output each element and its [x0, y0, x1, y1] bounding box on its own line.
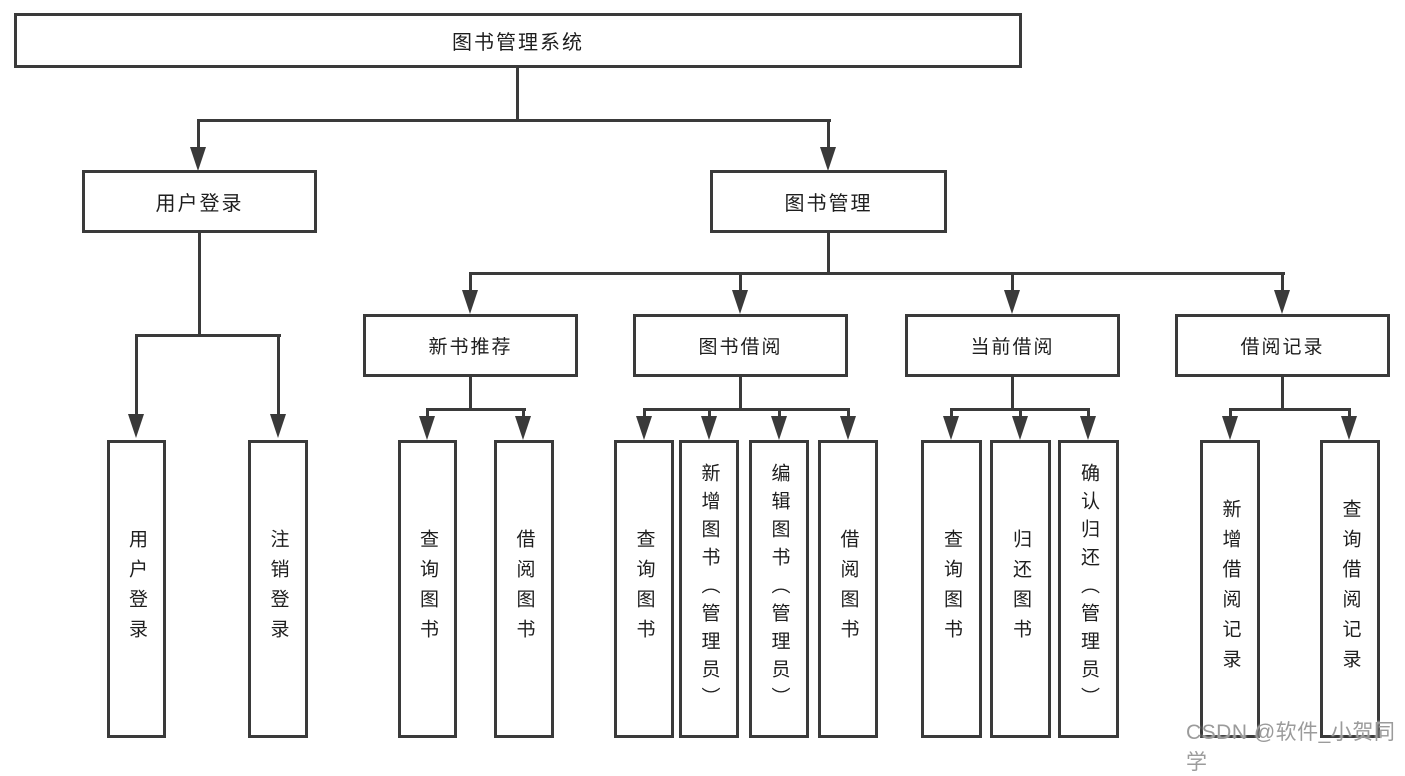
connector-leaf	[1348, 408, 1351, 418]
leaf-query-books-current: 查询图书	[921, 440, 982, 738]
leaf-confirm-return-admin-label: 确认归还（管理员）	[1078, 463, 1099, 715]
leaf-query-borrow-record-label: 查询借阅记录	[1339, 499, 1361, 679]
leaf-user-login-label: 用户登录	[126, 529, 147, 649]
node-book-borrow-label: 图书借阅	[698, 337, 783, 358]
connector-leaf	[778, 408, 781, 418]
leaf-return-books: 归还图书	[990, 440, 1051, 738]
connector-leaf	[950, 408, 953, 418]
arrow-down-icon	[701, 416, 717, 440]
leaf-borrow-books: 借阅图书	[818, 440, 878, 738]
arrow-down-icon	[462, 290, 478, 314]
leaf-confirm-return-admin: 确认归还（管理员）	[1058, 440, 1119, 738]
leaf-add-book-admin-label: 新增图书（管理员）	[698, 463, 720, 715]
node-new-book-recommend-label: 新书推荐	[428, 337, 513, 358]
arrow-down-icon	[636, 416, 652, 440]
connector-book-borrow-crossbar	[643, 408, 850, 411]
connector-to-new-books	[469, 272, 472, 292]
connector-user-login-crossbar	[135, 334, 281, 337]
node-user-login-label: 用户登录	[155, 193, 244, 215]
node-book-management-label: 图书管理	[784, 193, 873, 215]
leaf-borrow-books-recommend: 借阅图书	[494, 440, 554, 738]
node-new-book-recommend: 新书推荐	[363, 314, 578, 377]
connector-leaf	[708, 408, 711, 418]
connector-to-leaf-logout	[277, 334, 280, 416]
connector-current-borrow-trunk	[1011, 377, 1014, 410]
node-user-login: 用户登录	[82, 170, 317, 233]
leaf-query-books-recommend-label: 查询图书	[417, 529, 438, 649]
leaf-user-login: 用户登录	[107, 440, 166, 738]
node-current-borrow: 当前借阅	[905, 314, 1120, 377]
node-current-borrow-label: 当前借阅	[970, 337, 1055, 358]
arrow-down-icon	[840, 416, 856, 440]
leaf-logout-label: 注销登录	[267, 529, 289, 649]
connector-to-borrow-records	[1281, 272, 1284, 292]
connector-to-book-borrow	[739, 272, 742, 292]
connector-root-crossbar	[197, 119, 831, 122]
connector-leaf	[426, 408, 429, 418]
leaf-add-borrow-record: 新增借阅记录	[1200, 440, 1260, 738]
node-root: 图书管理系统	[14, 13, 1022, 68]
connector-borrow-records-trunk	[1281, 377, 1284, 410]
arrow-down-icon	[820, 147, 836, 171]
connector-leaf	[522, 408, 525, 418]
arrow-down-icon	[1222, 416, 1238, 440]
node-borrow-records: 借阅记录	[1175, 314, 1390, 377]
leaf-add-book-admin: 新增图书（管理员）	[679, 440, 739, 738]
leaf-query-books-borrow-label: 查询图书	[633, 529, 655, 649]
connector-leaf	[1019, 408, 1022, 418]
leaf-query-borrow-record: 查询借阅记录	[1320, 440, 1380, 738]
arrow-down-icon	[943, 416, 959, 440]
node-borrow-records-label: 借阅记录	[1240, 337, 1325, 358]
connector-user-login-trunk	[198, 233, 201, 336]
leaf-return-books-label: 归还图书	[1010, 529, 1031, 649]
arrow-down-icon	[270, 414, 286, 438]
node-book-borrow: 图书借阅	[633, 314, 848, 377]
csdn-watermark: CSDN @软件_小贺同学	[1186, 721, 1396, 774]
node-root-label: 图书管理系统	[452, 32, 584, 54]
leaf-query-books-borrow: 查询图书	[614, 440, 674, 738]
connector-to-book-management	[827, 119, 830, 150]
connector-to-current-borrow	[1011, 272, 1014, 292]
connector-book-management-trunk	[827, 233, 830, 275]
connector-leaf	[643, 408, 646, 418]
arrow-down-icon	[1080, 416, 1096, 440]
leaf-edit-book-admin: 编辑图书（管理员）	[749, 440, 809, 738]
arrow-down-icon	[419, 416, 435, 440]
leaf-borrow-books-label: 借阅图书	[837, 529, 859, 649]
leaf-add-borrow-record-label: 新增借阅记录	[1219, 499, 1241, 679]
node-book-management: 图书管理	[710, 170, 947, 233]
leaf-edit-book-admin-label: 编辑图书（管理员）	[768, 463, 790, 715]
connector-leaf	[1087, 408, 1090, 418]
leaf-logout: 注销登录	[248, 440, 308, 738]
arrow-down-icon	[1004, 290, 1020, 314]
leaf-query-books-current-label: 查询图书	[941, 529, 962, 649]
arrow-down-icon	[1274, 290, 1290, 314]
arrow-down-icon	[128, 414, 144, 438]
arrow-down-icon	[1012, 416, 1028, 440]
leaf-borrow-books-recommend-label: 借阅图书	[513, 529, 535, 649]
connector-leaf	[847, 408, 850, 418]
connector-book-borrow-trunk	[739, 377, 742, 410]
arrow-down-icon	[1341, 416, 1357, 440]
arrow-down-icon	[515, 416, 531, 440]
connector-borrow-records-crossbar	[1229, 408, 1351, 411]
connector-root-trunk	[516, 68, 519, 122]
connector-new-books-trunk	[469, 377, 472, 410]
arrow-down-icon	[190, 147, 206, 171]
connector-to-user-login	[197, 119, 200, 150]
arrow-down-icon	[732, 290, 748, 314]
connector-book-management-crossbar	[469, 272, 1285, 275]
leaf-query-books-recommend: 查询图书	[398, 440, 457, 738]
connector-to-leaf-user-login	[135, 334, 138, 416]
arrow-down-icon	[771, 416, 787, 440]
connector-new-books-crossbar	[426, 408, 526, 411]
connector-leaf	[1229, 408, 1232, 418]
